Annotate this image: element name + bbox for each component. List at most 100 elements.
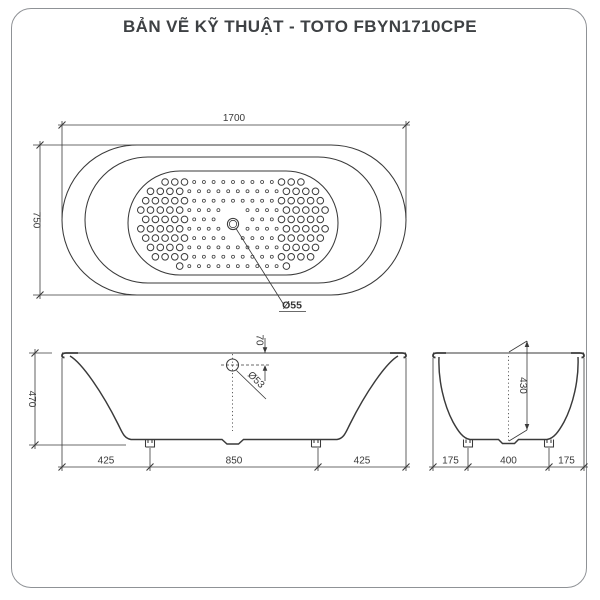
anti-slip-dot — [202, 236, 206, 240]
anti-slip-dot — [166, 225, 174, 233]
anti-slip-dot — [211, 254, 216, 259]
anti-slip-dot — [171, 178, 179, 186]
anti-slip-dot — [141, 215, 150, 224]
side-rim-hook-right — [571, 352, 585, 359]
anti-slip-dot — [260, 198, 264, 203]
anti-slip-dot — [137, 225, 145, 233]
anti-slip-dot — [171, 234, 179, 242]
anti-slip-dot — [226, 189, 231, 194]
side-tub-profile — [438, 356, 579, 445]
anti-slip-dot — [151, 252, 160, 261]
drain-outer-circle — [226, 217, 240, 231]
anti-slip-dot — [192, 217, 197, 222]
anti-slip-dot — [221, 180, 226, 184]
dim-tick — [464, 463, 472, 471]
anti-slip-dot — [277, 178, 286, 186]
anti-slip-dot — [260, 254, 264, 259]
anti-slip-dot — [187, 226, 192, 231]
top-view: Ø55 1700 750 — [31, 113, 410, 312]
side-rim-hook-left — [432, 352, 446, 359]
tub-basin-floor — [127, 170, 339, 276]
anti-slip-dot — [171, 252, 179, 261]
anti-slip-dot — [202, 217, 206, 222]
anti-slip-dot — [146, 206, 155, 214]
anti-slip-dot — [211, 180, 216, 184]
anti-slip-dot — [277, 215, 286, 224]
anti-slip-dot — [166, 243, 174, 252]
anti-slip-dot — [292, 187, 300, 196]
anti-slip-dot — [211, 198, 216, 203]
anti-slip-dot — [287, 234, 296, 242]
front-rim-hook-right — [390, 352, 407, 359]
arrowhead — [262, 347, 268, 353]
anti-slip-dot — [269, 198, 274, 203]
anti-slip-dot — [146, 225, 155, 233]
page-border — [11, 8, 587, 588]
anti-slip-dot — [180, 252, 189, 261]
dim-tick — [580, 463, 588, 471]
tub-inner-rim — [84, 156, 382, 284]
side-foot-left — [462, 439, 474, 448]
anti-slip-dot — [171, 196, 179, 205]
anti-slip-dot — [156, 225, 165, 233]
anti-slip-dot — [297, 215, 305, 224]
dim-seg-mid-label: 400 — [500, 456, 517, 467]
dim-seg-mid-label: 850 — [226, 456, 243, 467]
anti-slip-dot — [221, 254, 226, 259]
anti-slip-dot — [216, 245, 221, 250]
anti-slip-dot — [146, 187, 155, 196]
anti-slip-dot — [265, 226, 269, 231]
anti-slip-dot — [240, 254, 245, 259]
tub-outer-rim — [61, 144, 407, 296]
dim-length-label: 1700 — [223, 113, 246, 124]
anti-slip-dot — [316, 196, 325, 205]
anti-slip-dot — [265, 208, 269, 212]
anti-slip-dot — [255, 264, 260, 268]
anti-slip-dot — [274, 208, 279, 212]
anti-slip-dot — [292, 206, 300, 214]
anti-slip-dot — [274, 245, 279, 250]
dim-tick — [545, 463, 553, 471]
anti-slip-dot — [240, 180, 245, 184]
drain-inner-circle — [228, 219, 238, 229]
anti-slip-dot — [166, 187, 174, 196]
anti-slip-dot — [197, 208, 201, 212]
anti-slip-dot — [187, 208, 192, 212]
anti-slip-dot — [287, 178, 296, 186]
anti-slip-dot — [206, 264, 211, 268]
dim-width-label: 750 — [31, 212, 42, 229]
anti-slip-dot — [302, 243, 310, 252]
anti-slip-dot — [316, 234, 325, 242]
drain-leader-line — [235, 228, 285, 306]
dim-tick — [31, 349, 39, 357]
anti-slip-dot — [175, 243, 184, 252]
front-foot-left — [144, 439, 156, 448]
anti-slip-dot — [192, 254, 197, 259]
dim-depth-oblique — [508, 340, 528, 353]
anti-slip-dot — [255, 208, 260, 212]
anti-slip-dot — [197, 189, 201, 194]
dim-height-label: 470 — [26, 391, 37, 408]
dim-tick — [36, 141, 44, 149]
anti-slip-dot — [321, 206, 329, 214]
anti-slip-dot — [192, 236, 197, 240]
anti-slip-dot — [245, 226, 250, 231]
overflow-dia-label: Ø53 — [245, 370, 267, 391]
anti-slip-dot — [161, 234, 169, 242]
anti-slip-dot — [175, 262, 184, 270]
anti-slip-dot — [187, 245, 192, 250]
anti-slip-dot — [202, 180, 206, 184]
dim-tick — [146, 463, 154, 471]
anti-slip-dot — [156, 187, 165, 196]
anti-slip-dot — [166, 206, 174, 214]
drain-dia-label: Ø55 — [282, 300, 302, 312]
anti-slip-dot — [231, 180, 235, 184]
anti-slip-dot — [206, 208, 211, 212]
front-foot-right — [310, 439, 322, 448]
anti-slip-dot — [274, 264, 279, 268]
anti-slip-dot — [231, 254, 235, 259]
anti-slip-dot — [226, 245, 231, 250]
dim-tick — [36, 291, 44, 299]
anti-slip-dot — [161, 252, 169, 261]
